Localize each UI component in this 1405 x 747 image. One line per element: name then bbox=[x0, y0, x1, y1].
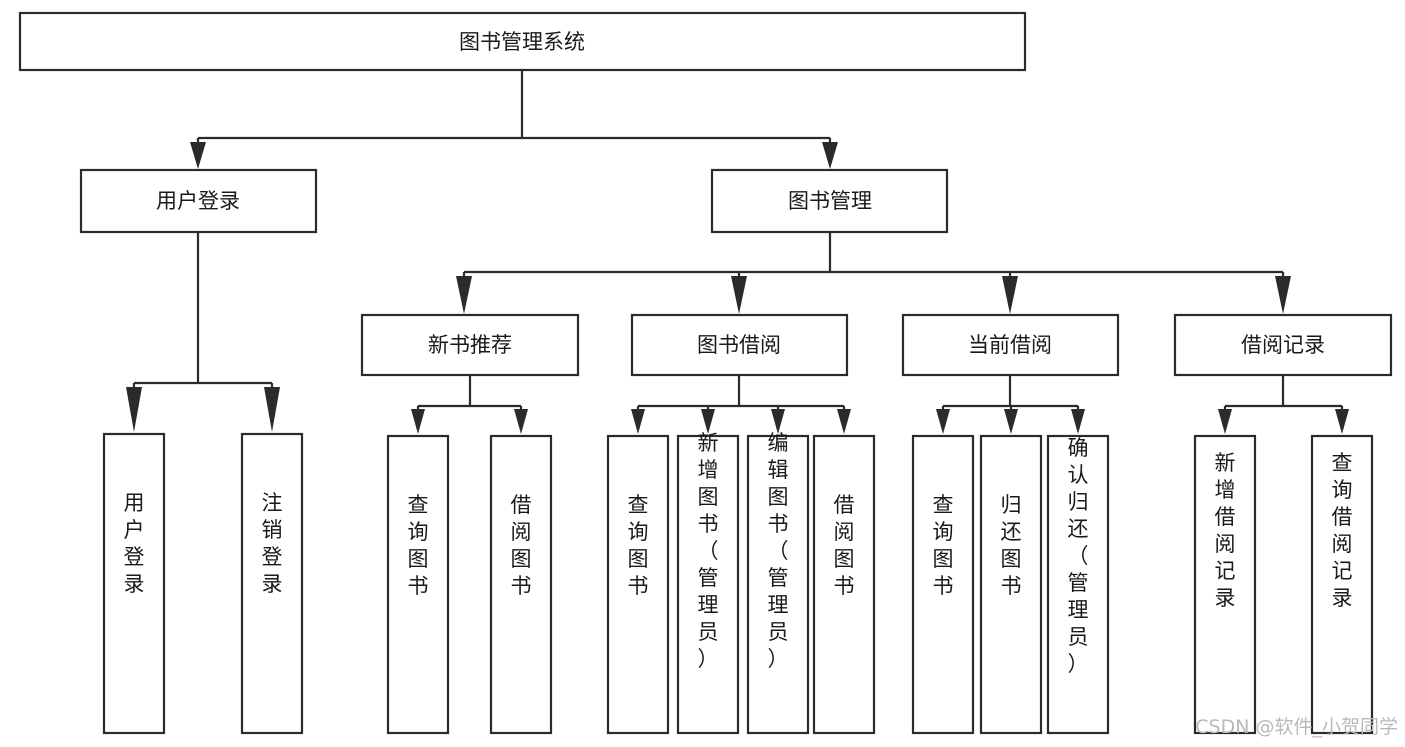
leaf-label: 查询图书 bbox=[628, 493, 649, 598]
arrow-head-borrow-record bbox=[1275, 276, 1291, 314]
csdn-watermark: CSDN @软件_小贺同学 bbox=[1195, 716, 1398, 738]
arrow-head-newbook-leaf-2 bbox=[514, 409, 528, 434]
leaf-box[interactable] bbox=[489, 434, 553, 735]
leaf-label: 新增图书（管理员） bbox=[698, 431, 719, 671]
leaf-bookborrow-edit-book[interactable]: 编辑图书（管理员） bbox=[746, 431, 810, 735]
leaf-box[interactable] bbox=[746, 434, 810, 735]
current-borrow-label: 当前借阅 bbox=[968, 333, 1052, 357]
leaf-label: 查询图书 bbox=[408, 493, 429, 598]
leaf-label: 查询借阅记录 bbox=[1332, 451, 1353, 610]
leaf-box[interactable] bbox=[606, 434, 670, 735]
leaf-label: 用户登录 bbox=[124, 491, 145, 596]
leaf-borrowrecord-add-record[interactable]: 新增借阅记录 bbox=[1193, 434, 1257, 735]
leaf-box[interactable] bbox=[812, 434, 876, 735]
arrow-head-current-borrow bbox=[1002, 276, 1018, 314]
connector-layer bbox=[126, 70, 1349, 434]
leaf-currentborrow-confirm-return[interactable]: 确认归还（管理员） bbox=[1046, 434, 1110, 735]
arrow-head-user-login bbox=[190, 142, 206, 169]
leaf-user-login-login[interactable]: 用户登录 bbox=[102, 432, 166, 735]
leaf-box[interactable] bbox=[102, 432, 166, 735]
book-management-box[interactable] bbox=[710, 168, 949, 234]
arrow-head-book-mgmt bbox=[822, 142, 838, 169]
leaf-bookborrow-borrow-book[interactable]: 借阅图书 bbox=[812, 434, 876, 735]
leaf-label: 借阅图书 bbox=[834, 493, 855, 598]
leaf-bookborrow-query-book[interactable]: 查询图书 bbox=[606, 434, 670, 735]
arrow-head-currentborrow-leaf-3 bbox=[1071, 409, 1085, 434]
new-book-recommend-box[interactable] bbox=[360, 313, 580, 377]
arrow-head-bookborrow-leaf-4 bbox=[837, 409, 851, 434]
node-borrow-record[interactable]: 借阅记录 bbox=[1173, 313, 1393, 377]
new-book-recommend-label: 新书推荐 bbox=[428, 333, 512, 357]
leaf-box[interactable] bbox=[386, 434, 450, 735]
leaf-label: 注销登录 bbox=[262, 491, 283, 596]
root-label: 图书管理系统 bbox=[459, 30, 585, 54]
arrow-head-bookborrow-leaf-2 bbox=[701, 409, 715, 434]
leaf-box[interactable] bbox=[1310, 434, 1374, 735]
leaf-box[interactable] bbox=[911, 434, 975, 735]
borrow-record-label: 借阅记录 bbox=[1241, 333, 1325, 357]
arrow-head-bookborrow-leaf-3 bbox=[771, 409, 785, 434]
node-book-management[interactable]: 图书管理 bbox=[710, 168, 949, 234]
root-box[interactable] bbox=[18, 11, 1027, 72]
book-management-label: 图书管理 bbox=[788, 189, 872, 213]
borrow-record-box[interactable] bbox=[1173, 313, 1393, 377]
node-book-borrow[interactable]: 图书借阅 bbox=[630, 313, 849, 377]
leaf-label: 新增借阅记录 bbox=[1215, 451, 1236, 610]
leaf-box[interactable] bbox=[240, 432, 304, 735]
arrow-head-borrowrecord-leaf-1 bbox=[1218, 409, 1232, 434]
arrow-head-newbook-leaf-1 bbox=[411, 409, 425, 434]
user-login-box[interactable] bbox=[79, 168, 318, 234]
arrow-head-user-login-leaf-1 bbox=[126, 387, 142, 432]
current-borrow-box[interactable] bbox=[901, 313, 1120, 377]
leaf-newbook-query-book[interactable]: 查询图书 bbox=[386, 434, 450, 735]
node-root-system[interactable]: 图书管理系统 bbox=[18, 11, 1027, 72]
arrow-head-user-login-leaf-2 bbox=[264, 387, 280, 432]
book-borrow-label: 图书借阅 bbox=[697, 333, 781, 357]
arrow-head-new-book-recommend bbox=[456, 276, 472, 314]
leaf-label: 编辑图书（管理员） bbox=[768, 431, 789, 671]
leaf-user-login-logout[interactable]: 注销登录 bbox=[240, 432, 304, 735]
node-current-borrow[interactable]: 当前借阅 bbox=[901, 313, 1120, 377]
leaf-newbook-borrow-book[interactable]: 借阅图书 bbox=[489, 434, 553, 735]
arrow-head-currentborrow-leaf-1 bbox=[936, 409, 950, 434]
leaf-label: 借阅图书 bbox=[511, 493, 532, 598]
leaf-box[interactable] bbox=[979, 434, 1043, 735]
leaf-box[interactable] bbox=[1046, 434, 1110, 735]
arrow-head-bookborrow-leaf-1 bbox=[631, 409, 645, 434]
leaf-currentborrow-return-book[interactable]: 归还图书 bbox=[979, 434, 1043, 735]
arrow-head-borrowrecord-leaf-2 bbox=[1335, 409, 1349, 434]
leaf-label: 确认归还（管理员） bbox=[1068, 436, 1089, 676]
leaf-currentborrow-query-book[interactable]: 查询图书 bbox=[911, 434, 975, 735]
leaf-bookborrow-add-book[interactable]: 新增图书（管理员） bbox=[676, 431, 740, 735]
leaf-box[interactable] bbox=[676, 434, 740, 735]
arrow-head-book-borrow bbox=[731, 276, 747, 314]
node-user-login[interactable]: 用户登录 bbox=[79, 168, 318, 234]
leaf-box[interactable] bbox=[1193, 434, 1257, 735]
leaf-label: 归还图书 bbox=[1001, 493, 1022, 598]
leaf-label: 查询图书 bbox=[933, 493, 954, 598]
leaf-borrowrecord-query-record[interactable]: 查询借阅记录 bbox=[1310, 434, 1374, 735]
node-new-book-recommend[interactable]: 新书推荐 bbox=[360, 313, 580, 377]
arrow-head-currentborrow-leaf-2 bbox=[1004, 409, 1018, 434]
user-login-label: 用户登录 bbox=[156, 189, 240, 213]
book-borrow-box[interactable] bbox=[630, 313, 849, 377]
